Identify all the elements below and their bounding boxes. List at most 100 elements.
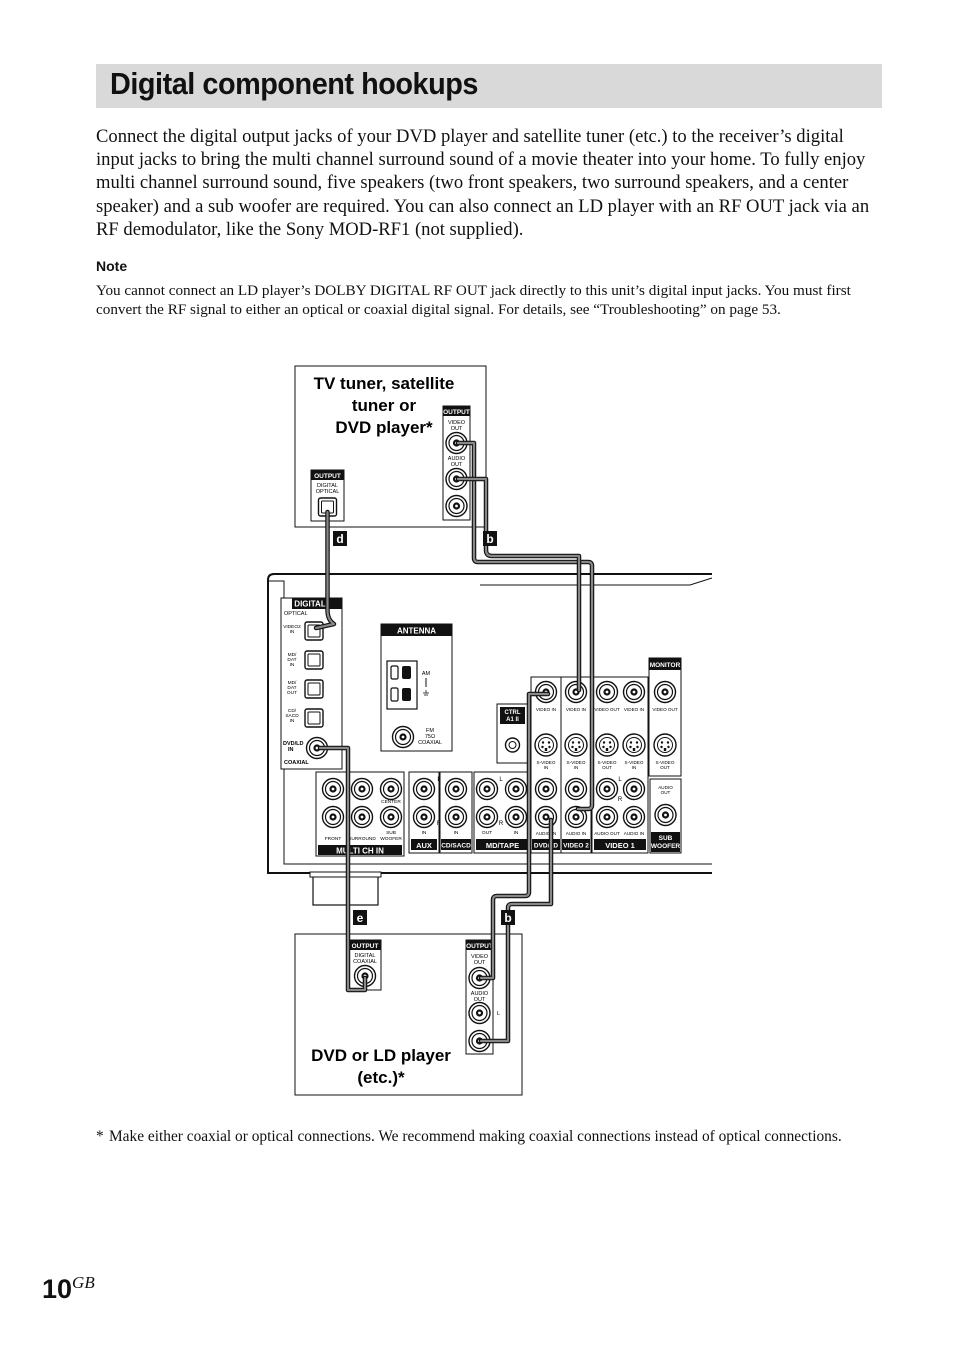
- opt-video2-label-1: VIDEO2: [283, 624, 301, 630]
- audio-cable-bottom: [479, 818, 553, 1043]
- video1-label: VIDEO 1: [605, 841, 635, 850]
- sub-audio-out-label: OUT: [661, 790, 671, 795]
- top-video-label: VIDEO: [448, 420, 466, 426]
- cd-sacd-label: CD/SACD: [441, 843, 471, 850]
- opt-md-in-label-2: DAT: [287, 657, 296, 663]
- top-device: TV tuner, satellite tuner or DVD player*…: [294, 365, 487, 528]
- page-number-value: 10: [42, 1274, 73, 1304]
- dvd-ld-label: DVD/LD: [534, 843, 559, 850]
- dvd-s-video-label: S-VIDEO: [537, 760, 556, 765]
- ctrl-a1-label: A1 II: [506, 717, 519, 723]
- video1-r-label: R: [618, 797, 623, 803]
- fm-label: FM: [426, 728, 434, 734]
- cd-in-label: IN: [454, 830, 459, 836]
- video2-s-video-label: S-VIDEO: [567, 760, 586, 765]
- fm-coax-label: COAXIAL: [418, 740, 442, 746]
- top-device-label-3: DVD player*: [335, 418, 433, 437]
- bottom-device-label-2: (etc.)*: [357, 1068, 405, 1087]
- video1-audio-out-l-jack: [595, 777, 619, 801]
- page-number: 10GB: [42, 1273, 95, 1305]
- video1-s-video-in-jack: [622, 733, 646, 757]
- dvd-s-video-in-label: IN: [544, 765, 549, 770]
- opt-md-out-label-3: OUT: [287, 690, 297, 696]
- bottom-video-out-label: OUT: [474, 960, 486, 966]
- dvd-audio-in-label: AUDIO IN: [536, 831, 556, 836]
- bottom-device-label-1: DVD or LD player: [311, 1046, 451, 1065]
- top-output-digital-label: OUTPUT: [314, 473, 341, 480]
- aux-label: AUX: [416, 841, 432, 850]
- video1-audio-in-r-jack: [622, 805, 646, 829]
- multi-front-l-jack: [321, 777, 345, 801]
- video1-s-video-out-label-2: OUT: [602, 765, 612, 770]
- top-digital-label: DIGITAL: [317, 483, 338, 489]
- antenna-label: ANTENNA: [397, 627, 436, 636]
- optical-label: OPTICAL: [284, 611, 308, 617]
- top-audio-out-label: OUT: [451, 462, 463, 468]
- center-label: CENTER: [381, 799, 401, 805]
- sub-label: SUB: [386, 830, 396, 836]
- opt-md-out-label-2: DAT: [287, 685, 296, 691]
- mark-d: d: [336, 532, 343, 546]
- mark-e: e: [357, 911, 364, 925]
- aux-r-jack: [412, 805, 436, 829]
- md-in-r-jack: [504, 805, 528, 829]
- md-r-label: R: [499, 821, 504, 827]
- note-heading: Note: [96, 258, 128, 274]
- video2-video-in-label: VIDEO IN: [566, 707, 586, 712]
- video1-audio-in-l-jack: [622, 777, 646, 801]
- bottom-audio-l-jack: [468, 1001, 491, 1025]
- coaxial-cable: [318, 746, 367, 992]
- video1-video-out-jack: [595, 680, 619, 704]
- opt-cd-label-3: IN: [290, 718, 295, 724]
- monitor-video-out-label: VIDEO OUT: [652, 707, 677, 712]
- cd-l-jack: [444, 777, 468, 801]
- video-cable-top: [456, 441, 594, 811]
- video1-video-in-label: VIDEO IN: [624, 707, 644, 712]
- md-in-label: IN: [514, 830, 519, 836]
- intro-paragraph: Connect the digital output jacks of your…: [96, 126, 870, 240]
- opt-md-in-label-3: IN: [290, 662, 295, 668]
- front-label: FRONT: [325, 836, 342, 842]
- video1-s-video-in-label-1: S-VIDEO: [625, 760, 644, 765]
- sub-audio-label: AUDIO: [658, 785, 673, 790]
- bottom-video-label: VIDEO: [471, 954, 489, 960]
- cable-marks: d b e b: [333, 531, 515, 925]
- footnote-star: *: [96, 1128, 104, 1145]
- surround-label: SURROUND: [348, 836, 376, 842]
- bottom-digital-label: DIGITAL: [355, 953, 376, 959]
- mark-b-bottom: b: [504, 911, 511, 925]
- bottom-l-label: L: [497, 1011, 500, 1017]
- video1-s-video-in-label-2: IN: [632, 765, 637, 770]
- md-in-l-jack: [504, 777, 528, 801]
- woofer-label: WOOFER: [380, 836, 402, 842]
- video1-video-in-jack: [622, 680, 646, 704]
- top-video-out-label: OUT: [451, 426, 463, 432]
- aux-l-label: L: [437, 777, 441, 783]
- page-title: Digital component hookups: [110, 66, 478, 101]
- top-device-label-1: TV tuner, satellite: [314, 374, 455, 393]
- top-output-av-label: OUTPUT: [443, 409, 470, 416]
- sub-woofer-label-2: WOOFER: [651, 843, 681, 850]
- md-l-label: L: [499, 777, 503, 783]
- optical-cable: [314, 510, 336, 630]
- coax-dvd-label-1: DVD/LD: [283, 741, 304, 747]
- fm-ohm-label: 75Ω: [425, 734, 435, 740]
- multi-front-r-jack: [321, 805, 345, 829]
- mark-b-top: b: [486, 532, 493, 546]
- cables: [313, 440, 595, 1044]
- video1-s-video-out-jack: [595, 733, 619, 757]
- bottom-audio-out-label: OUT: [474, 997, 486, 1003]
- video1-video-out-label: VIDEO OUT: [594, 707, 619, 712]
- top-device-label-2: tuner or: [352, 396, 417, 415]
- top-audio-r-jack: [445, 494, 468, 518]
- video1-s-video-out-label-1: S-VIDEO: [598, 760, 617, 765]
- video1-l-label: L: [618, 777, 622, 783]
- video2-audio-in-label: AUDIO IN: [566, 831, 586, 836]
- top-optical-label: OPTICAL: [316, 489, 340, 495]
- multi-subwoofer-jack: [379, 805, 403, 829]
- md-out-r-jack: [475, 805, 499, 829]
- audio-cable-top: [456, 477, 581, 692]
- digital-label: DIGITAL: [294, 600, 326, 609]
- monitor-s-video-out-label: OUT: [660, 765, 670, 770]
